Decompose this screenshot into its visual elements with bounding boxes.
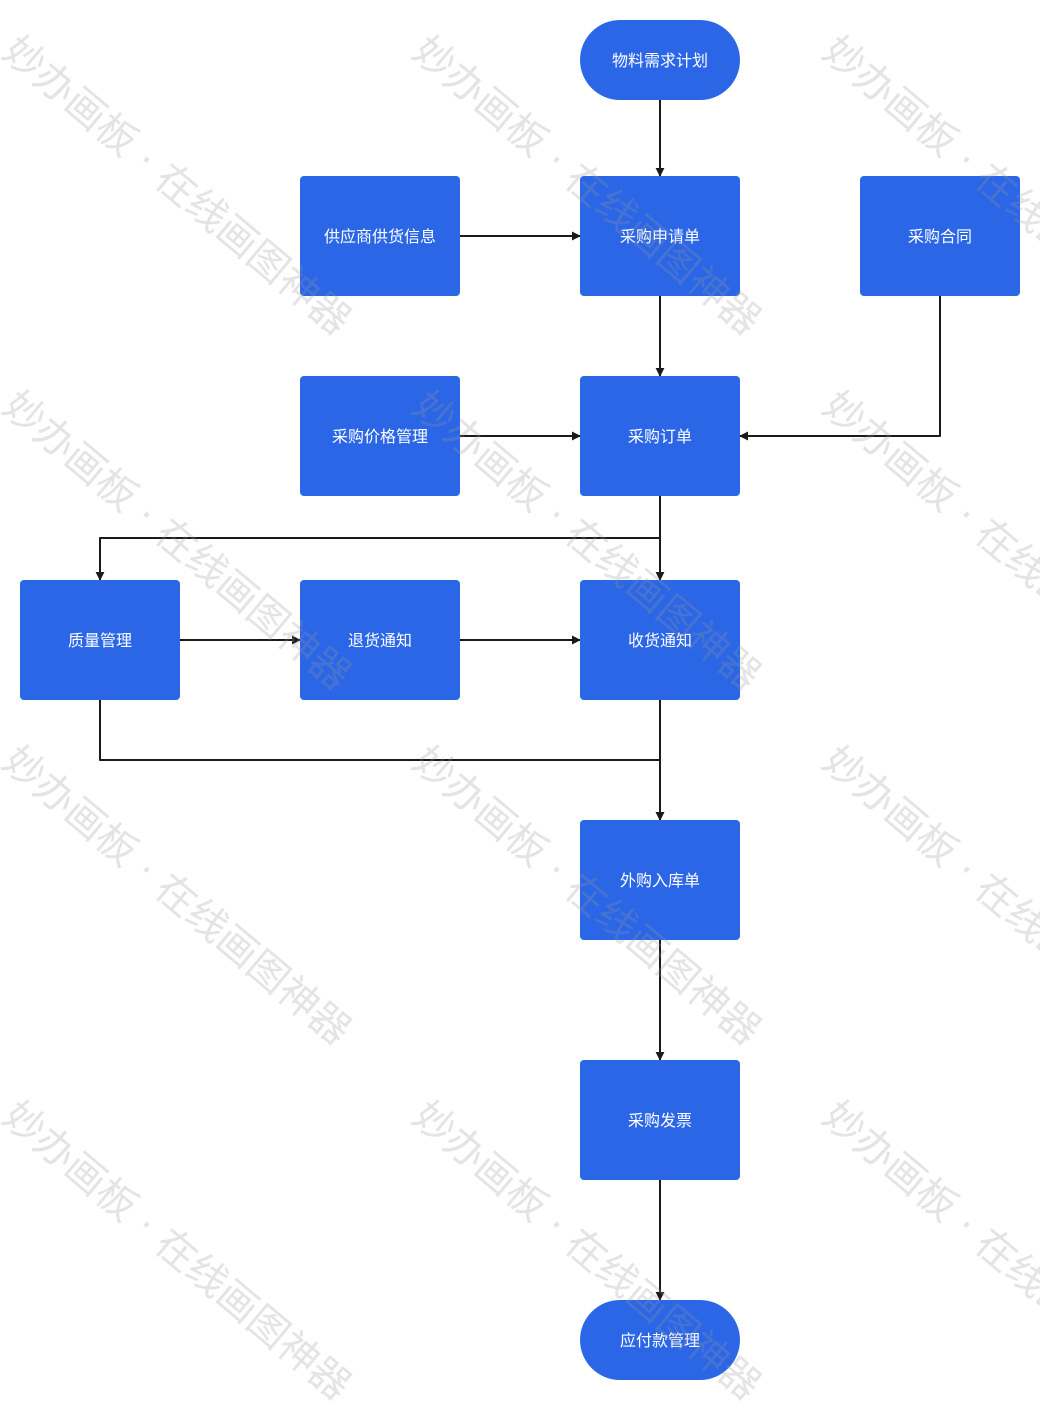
node-supplier-info[interactable]: 供应商供货信息	[300, 176, 460, 296]
edge-quality-mgmt-to-inbound-order	[99, 700, 665, 821]
edge-purchase-order-to-quality-mgmt	[95, 496, 661, 581]
node-purchase-contract[interactable]: 采购合同	[860, 176, 1020, 296]
node-receipt-notice[interactable]: 收货通知	[580, 580, 740, 700]
node-price-management[interactable]: 采购价格管理	[300, 376, 460, 496]
node-purchase-request[interactable]: 采购申请单	[580, 176, 740, 296]
node-purchase-order[interactable]: 采购订单	[580, 376, 740, 496]
node-payable-management[interactable]: 应付款管理	[580, 1300, 740, 1380]
node-purchase-invoice[interactable]: 采购发票	[580, 1060, 740, 1180]
edge-purchase-contract-to-purchase-order	[739, 296, 941, 441]
node-return-notice[interactable]: 退货通知	[300, 580, 460, 700]
node-material-plan[interactable]: 物料需求计划	[580, 20, 740, 100]
node-quality-management[interactable]: 质量管理	[20, 580, 180, 700]
node-inbound-order[interactable]: 外购入库单	[580, 820, 740, 940]
